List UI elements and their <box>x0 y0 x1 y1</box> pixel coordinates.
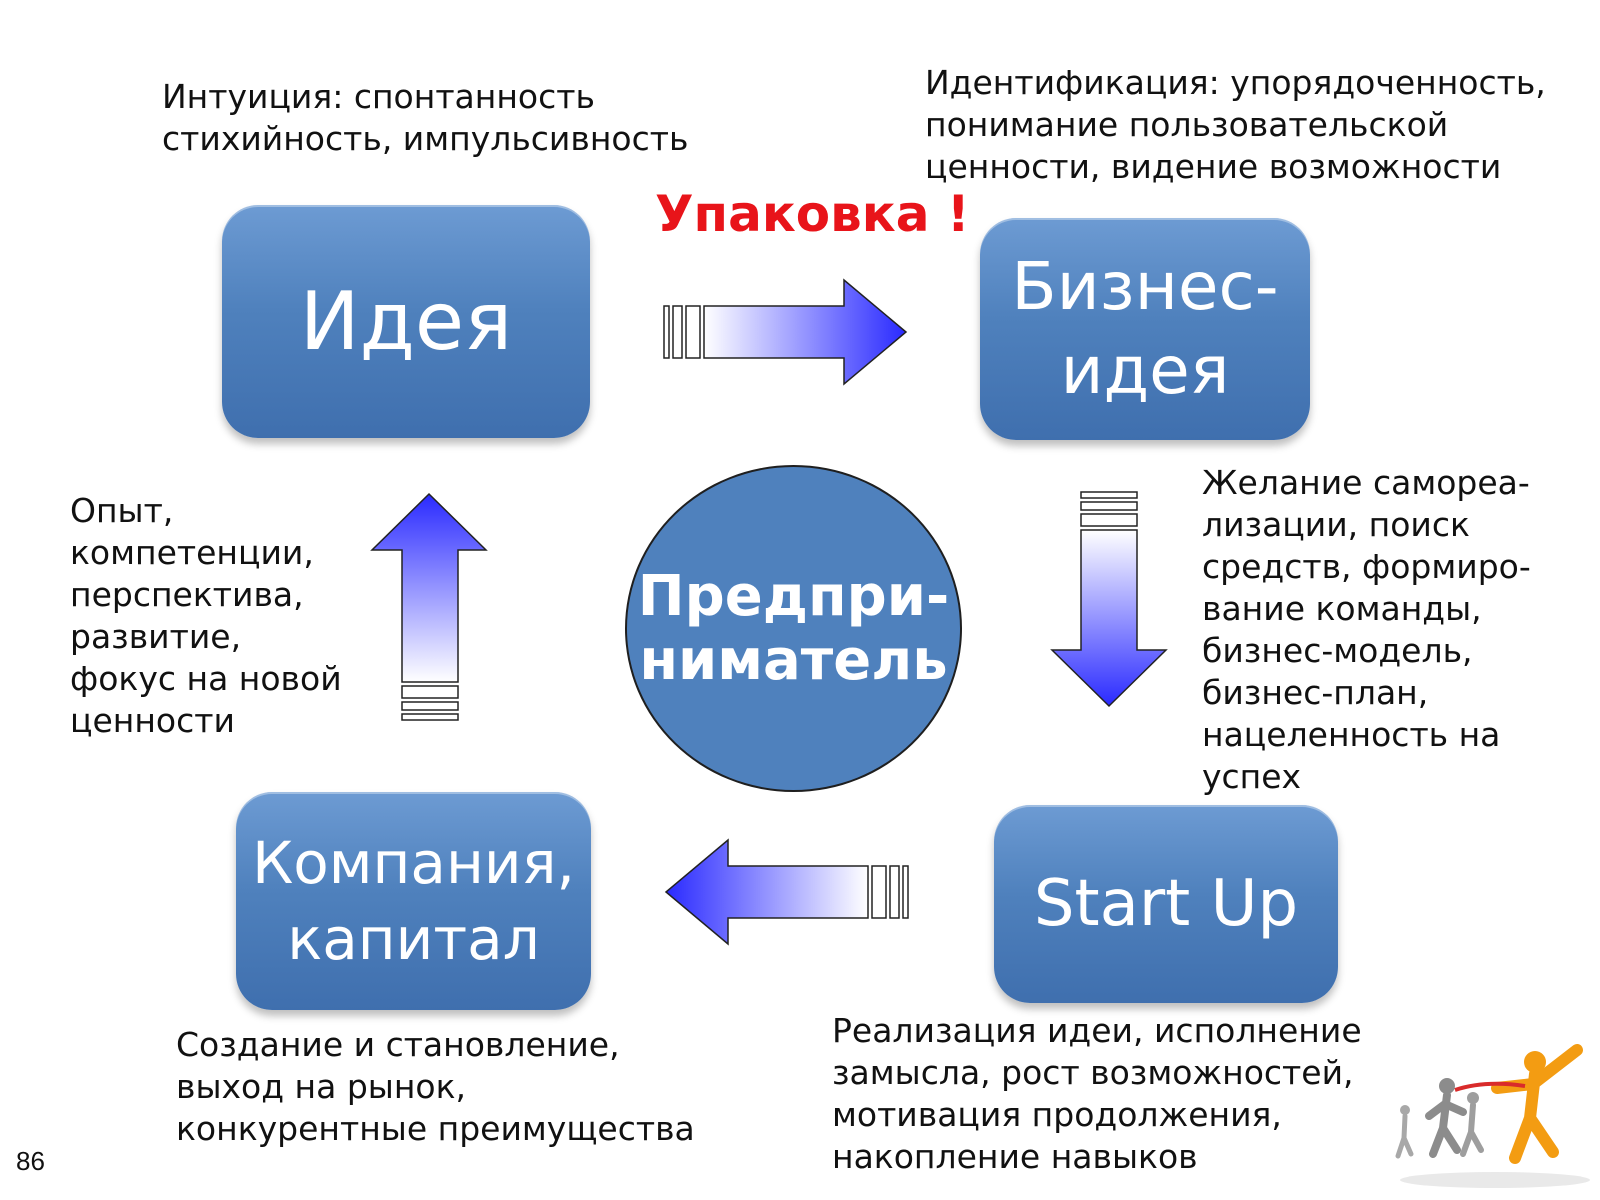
node-company-label: Компания, капитал <box>252 829 575 973</box>
note-creation: Создание и становление, выход на рынок, … <box>176 1025 695 1148</box>
note-intuition: Интуиция: спонтанность стихийность, импу… <box>162 77 689 158</box>
note-identification: Идентификация: упорядоченность, понимани… <box>925 63 1546 186</box>
page-number: 86 <box>16 1146 45 1176</box>
note-desire: Желание саморea- лизации, поиск средств,… <box>1202 463 1531 796</box>
node-idea: Идея <box>222 205 590 438</box>
arrow-up <box>370 492 488 721</box>
node-business-idea: Бизнес- идея <box>980 218 1310 440</box>
center-circle: Предпри- ниматель <box>625 465 962 792</box>
arrow-right <box>663 278 908 386</box>
node-startup-label: Start Up <box>1033 867 1299 941</box>
packaging-label: Упаковка ! <box>655 185 970 243</box>
note-experience: Опыт, компетенции, перспектива, развитие… <box>70 491 342 740</box>
node-company: Компания, капитал <box>236 792 591 1010</box>
arrow-left <box>664 838 909 946</box>
node-startup: Start Up <box>994 805 1338 1003</box>
arrow-down <box>1050 491 1168 708</box>
note-realization: Реализация идеи, исполнение замысла, рос… <box>832 1011 1362 1176</box>
node-business-idea-label: Бизнес- идея <box>1011 248 1279 409</box>
center-label: Предпри- ниматель <box>637 563 950 693</box>
runners-illustration <box>1395 1044 1590 1188</box>
node-idea-label: Идея <box>299 274 513 368</box>
